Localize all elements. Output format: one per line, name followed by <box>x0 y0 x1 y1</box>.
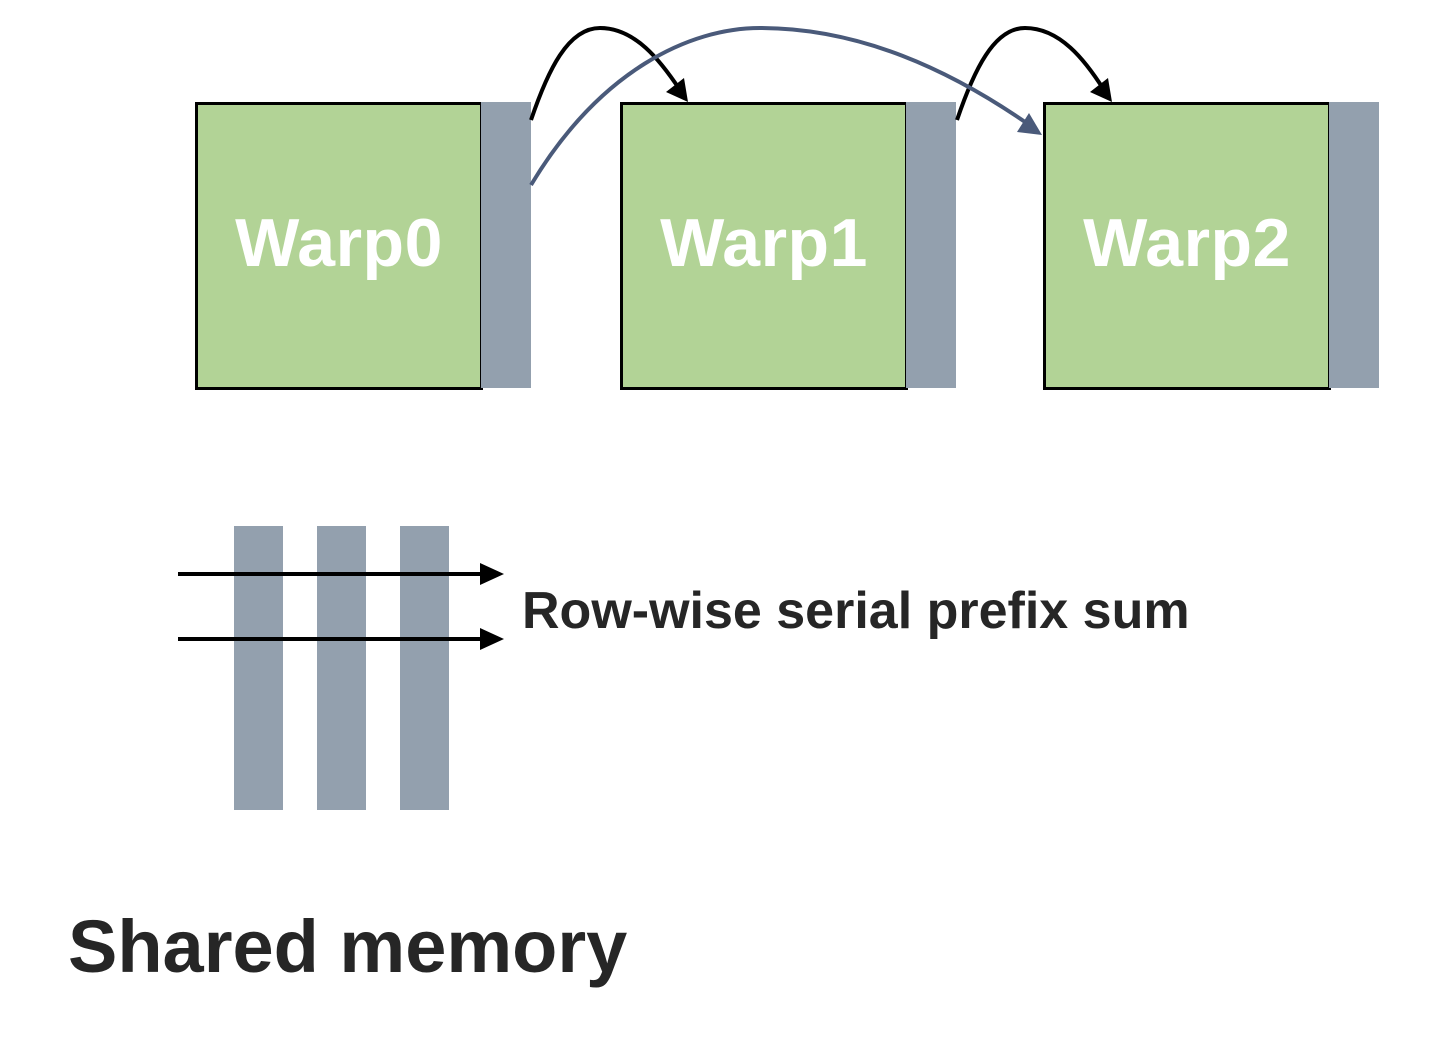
warp1-label: Warp1 <box>660 205 868 281</box>
warp2-label: Warp2 <box>1083 205 1291 281</box>
row-prefix-sum-caption: Row-wise serial prefix sum <box>522 582 1190 640</box>
warp1-strip <box>906 102 956 388</box>
warp0-block: Warp0 <box>195 102 483 390</box>
warp1-block: Warp1 <box>620 102 908 390</box>
shared-memory-column <box>400 526 449 810</box>
warp0-strip <box>481 102 531 388</box>
warp2-block: Warp2 <box>1043 102 1331 390</box>
shared-memory-caption: Shared memory <box>68 905 628 988</box>
warp0-label: Warp0 <box>235 205 443 281</box>
shared-memory-column <box>234 526 283 810</box>
warp2-strip <box>1329 102 1379 388</box>
shared-memory-column <box>317 526 366 810</box>
